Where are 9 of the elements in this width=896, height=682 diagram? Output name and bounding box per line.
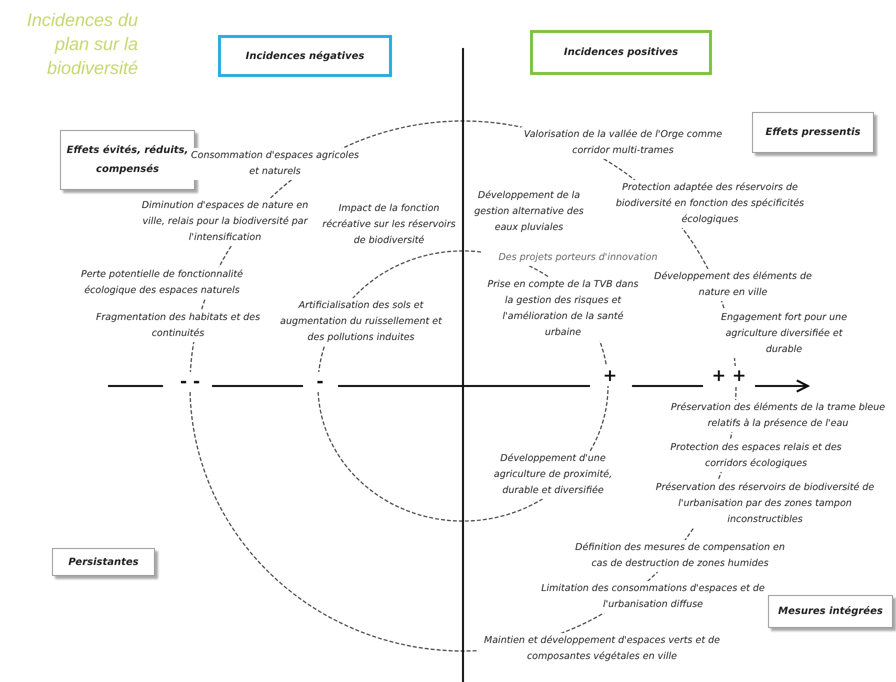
caption-box: Effets pressentis	[752, 112, 874, 153]
diagram-title: Incidences du plan sur la biodiversité	[26, 9, 138, 80]
category-box: Incidences négatives	[218, 35, 392, 77]
effect-label: Consommation d'espaces agricoles et naturels	[190, 148, 360, 180]
category-box: Incidences positives	[530, 30, 712, 75]
caption-box: Mesures intégrées	[768, 595, 893, 628]
effect-label: Limitation des consommations d'espaces et de l'urbanisation diffuse	[540, 581, 766, 613]
caption-box: Persistantes	[52, 548, 155, 576]
axis-sign: + +	[711, 366, 747, 386]
